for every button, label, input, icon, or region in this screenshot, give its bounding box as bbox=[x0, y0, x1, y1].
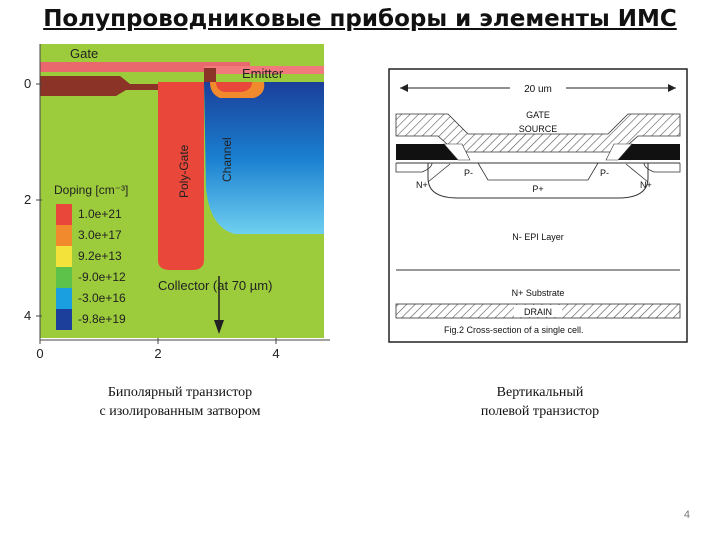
dimension-label: 20 um bbox=[524, 84, 552, 95]
x-ticks: 0 2 4 bbox=[36, 338, 280, 361]
dimension-label-bg bbox=[510, 80, 566, 96]
gate-poly-left bbox=[396, 144, 458, 160]
emitter-label: Emitter bbox=[242, 66, 284, 81]
legend-swatch bbox=[56, 246, 72, 267]
gate-oxide-right bbox=[605, 143, 633, 161]
legend-label: -9.0e+12 bbox=[78, 270, 126, 284]
n-substrate-label: N+ Substrate bbox=[512, 288, 565, 298]
p-minus-left-label: P- bbox=[464, 168, 473, 178]
drain-label-bg bbox=[514, 305, 562, 317]
emitter-doping-core bbox=[216, 82, 252, 92]
x-tick-label: 0 bbox=[36, 346, 43, 361]
gate-oxide-left bbox=[443, 143, 471, 161]
y-ticks: 0 2 4 bbox=[24, 76, 42, 323]
n-plus-left-label: N+ bbox=[416, 180, 428, 190]
legend-swatch bbox=[56, 225, 72, 246]
gate-electrode bbox=[40, 62, 250, 72]
left-caption-line2: с изолированным затвором bbox=[99, 404, 261, 419]
poly-gate-label: Poly-Gate bbox=[177, 144, 191, 198]
gate-poly-right bbox=[618, 144, 680, 160]
legend-label: -9.8e+19 bbox=[78, 312, 126, 326]
p-body-well bbox=[427, 163, 649, 199]
doping-legend: 1.0e+21 3.0e+17 9.2e+13 -9.0e+12 -3.0e+16 -9.… bbox=[56, 204, 126, 330]
page-title: Полупроводниковые приборы и элементы ИМС bbox=[43, 6, 677, 32]
left-caption-line1: Биполярный транзистор bbox=[107, 385, 253, 400]
gate-label: Gate bbox=[70, 46, 98, 61]
n-epi-label: N- EPI Layer bbox=[512, 232, 564, 242]
source-label: SOURCE bbox=[519, 124, 558, 134]
figure-caption: Fig.2 Cross-section of a single cell. bbox=[444, 325, 584, 335]
collector-label: Collector (at 70 µm) bbox=[158, 278, 272, 293]
igbt-doping-figure: Gate Emitter Poly-Gate Channel Collector… bbox=[24, 44, 330, 361]
gate-label-bg bbox=[512, 108, 564, 120]
x-tick-label: 4 bbox=[272, 346, 279, 361]
legend-swatch bbox=[56, 309, 72, 330]
n-drift-channel-region bbox=[204, 82, 324, 234]
legend-label: 9.2e+13 bbox=[78, 249, 122, 263]
channel-label: Channel bbox=[220, 137, 234, 182]
right-caption-line1: Вертикальный bbox=[496, 385, 584, 400]
gate-contact bbox=[204, 68, 216, 82]
drain-label: DRAIN bbox=[524, 307, 552, 317]
p-minus-right-label: P- bbox=[600, 168, 609, 178]
gate-label: GATE bbox=[526, 110, 550, 120]
pointer-left bbox=[427, 163, 451, 183]
legend-label: 1.0e+21 bbox=[78, 207, 122, 221]
emitter-electrode bbox=[204, 66, 324, 74]
legend-swatch bbox=[56, 267, 72, 288]
y-tick-label: 4 bbox=[24, 308, 31, 323]
collector-arrowhead bbox=[214, 320, 224, 334]
legend-label: 3.0e+17 bbox=[78, 228, 122, 242]
n-plus-source-left bbox=[395, 162, 433, 173]
left-caption: Биполярный транзистор с изолированным за… bbox=[60, 383, 300, 421]
p-plus-label: P+ bbox=[532, 184, 543, 194]
n-plus-right-label: N+ bbox=[640, 180, 652, 190]
y-tick-label: 2 bbox=[24, 192, 31, 207]
dimension-arrow-right bbox=[668, 84, 676, 92]
right-caption: Вертикальный полевой транзистор bbox=[430, 383, 650, 421]
x-tick-label: 2 bbox=[154, 346, 161, 361]
n-plus-source-right bbox=[643, 162, 681, 173]
p-plus-region bbox=[477, 162, 599, 181]
legend-swatch bbox=[56, 288, 72, 309]
legend-label: -3.0e+16 bbox=[78, 291, 126, 305]
y-tick-label: 0 bbox=[24, 76, 31, 91]
poly-gate-oxide bbox=[40, 76, 158, 96]
pointer-right bbox=[625, 163, 649, 183]
doping-legend-title: Doping [cm⁻³] bbox=[54, 183, 128, 197]
vertical-fet-cross-section: 20 um GATE SOURCE N+ N+ P- P- P+ N- EPI … bbox=[388, 68, 688, 343]
page-number: 4 bbox=[683, 509, 690, 521]
source-metal bbox=[395, 113, 681, 153]
poly-gate-trench bbox=[158, 82, 204, 270]
right-caption-line2: полевой транзистор bbox=[480, 404, 600, 419]
legend-swatch bbox=[56, 204, 72, 225]
dimension-arrow-left bbox=[400, 84, 408, 92]
